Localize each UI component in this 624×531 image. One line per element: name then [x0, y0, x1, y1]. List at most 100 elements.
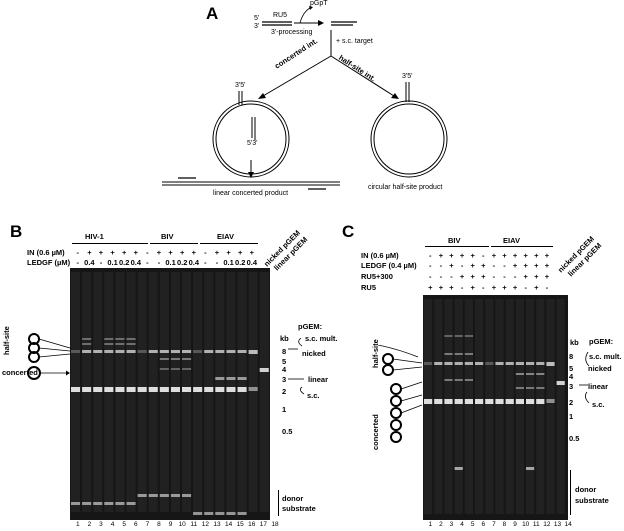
sc-band — [485, 399, 494, 404]
sc-band — [226, 387, 236, 392]
c-row-in-cell: + — [512, 251, 518, 260]
sc-band — [104, 387, 114, 392]
nicked-band — [193, 350, 203, 353]
gel-lane — [536, 299, 545, 514]
c-row-ru5-cell: + — [491, 283, 497, 292]
gel-lane — [495, 299, 504, 514]
c-row-ru5-cell: + — [470, 283, 475, 292]
nicked-band — [515, 362, 524, 365]
c-lane-number: 13 — [553, 521, 562, 528]
c-row-ru5-cell: + — [502, 283, 507, 292]
b-kb-value: 2 — [282, 387, 287, 396]
sc-band — [126, 387, 136, 392]
b-halfsite-loop-icon — [28, 333, 40, 363]
gel-lane — [444, 299, 453, 514]
nicked-band — [82, 350, 92, 353]
c-kb-value: 8 — [569, 352, 574, 361]
donor-band — [71, 502, 81, 505]
b-row-ledgf-cell: - — [204, 258, 207, 267]
c-row-in-cell: + — [523, 251, 528, 260]
concerted-band — [444, 379, 453, 381]
nicked-band — [170, 350, 180, 353]
b-lane-number: 12 — [201, 521, 209, 528]
sc-band — [536, 399, 545, 404]
nicked-band — [93, 350, 103, 353]
b-row-in-cell: + — [110, 248, 115, 257]
nicked-band — [215, 350, 225, 353]
nicked-band — [475, 362, 484, 365]
sc-band — [148, 387, 158, 392]
c-lane-number: 10 — [522, 521, 530, 528]
c-row-ru5300-cell: - — [503, 272, 506, 281]
gel-lane — [259, 272, 269, 512]
c-row-ru5-cell: + — [449, 283, 454, 292]
c-row-in-label: IN (0.6 µM) — [361, 251, 399, 260]
c-lane-number: 12 — [543, 521, 551, 528]
b-kb-value: 4 — [282, 365, 287, 374]
donor-band — [93, 502, 103, 505]
b-kb-value: 5 — [282, 357, 287, 366]
processing-label: 3'-processing — [271, 29, 313, 36]
c-row-in-cell: + — [544, 251, 550, 260]
panel-a-letter: A — [206, 4, 219, 23]
donor-band — [182, 494, 192, 497]
c-row-ru5300-cell: + — [481, 272, 486, 281]
halfsite-circle — [370, 100, 448, 178]
c-row-ledgf-cell: + — [544, 261, 550, 270]
c-lane-number: 1 — [428, 521, 433, 528]
halfsite-band — [464, 353, 473, 355]
donor-band — [215, 512, 225, 515]
c-row-ledgf-label: LEDGF (0.4 µM) — [361, 261, 417, 270]
b-lane-number: 18 — [271, 521, 279, 528]
sc-band — [444, 399, 453, 404]
c-row-ru5-cell: + — [428, 283, 433, 292]
b-scmult-label: s.c. mult. — [305, 334, 338, 343]
donor-band — [526, 467, 535, 470]
b-group-biv: BIV — [161, 232, 174, 241]
donor-band — [148, 494, 158, 497]
end-3-label: 3' — [254, 23, 260, 30]
nicked-band — [505, 362, 514, 365]
c-substrate-label: substrate — [575, 496, 609, 505]
donor-band — [126, 502, 136, 505]
gel-lane — [546, 299, 555, 514]
b-lane-number: 13 — [213, 521, 221, 528]
b-row-ledgf-cell: - — [146, 258, 149, 267]
b-pgem-title: pGEM: — [298, 322, 323, 331]
b-lane-number: 17 — [259, 521, 267, 528]
donor-band — [237, 512, 247, 515]
donor-band — [115, 502, 125, 505]
b-row-in-cell: + — [237, 248, 243, 257]
b-lane-number: 14 — [224, 521, 233, 528]
c-pgem-title: pGEM: — [589, 337, 614, 346]
concerted-band — [515, 373, 524, 375]
concerted-band — [526, 387, 535, 389]
c-row-ledgf-cell: + — [512, 261, 518, 270]
nicked-band — [159, 350, 169, 353]
b-halfsite-label: half-site — [2, 326, 11, 355]
c-row-ledgf-cell: - — [460, 261, 464, 270]
b-lane-number: 11 — [190, 521, 198, 528]
sc-band — [237, 387, 247, 392]
donor-band — [159, 494, 169, 497]
nicked-band — [115, 350, 125, 353]
nicked-band — [495, 362, 504, 365]
c-kb-value: 3 — [569, 382, 574, 391]
sc-band — [204, 387, 214, 392]
nicked-band — [424, 362, 433, 365]
b-left-icons — [27, 333, 71, 380]
gel-lane — [475, 299, 484, 514]
c-concerted-label: concerted — [371, 414, 380, 450]
concerted-band — [515, 387, 524, 389]
c-row-ledgf-cell: - — [439, 261, 443, 270]
linear-band — [182, 358, 192, 360]
b-donor-label: donor — [282, 494, 304, 503]
sc-band — [82, 387, 92, 392]
b-row-in-cell: + — [214, 248, 220, 257]
concerted-band — [536, 373, 545, 375]
b-row-in-cell: + — [121, 248, 127, 257]
concerted-band — [215, 377, 225, 380]
b-right-leaders — [288, 338, 305, 395]
c-row-ru5-cell: - — [460, 283, 464, 292]
marker-band — [546, 399, 555, 403]
